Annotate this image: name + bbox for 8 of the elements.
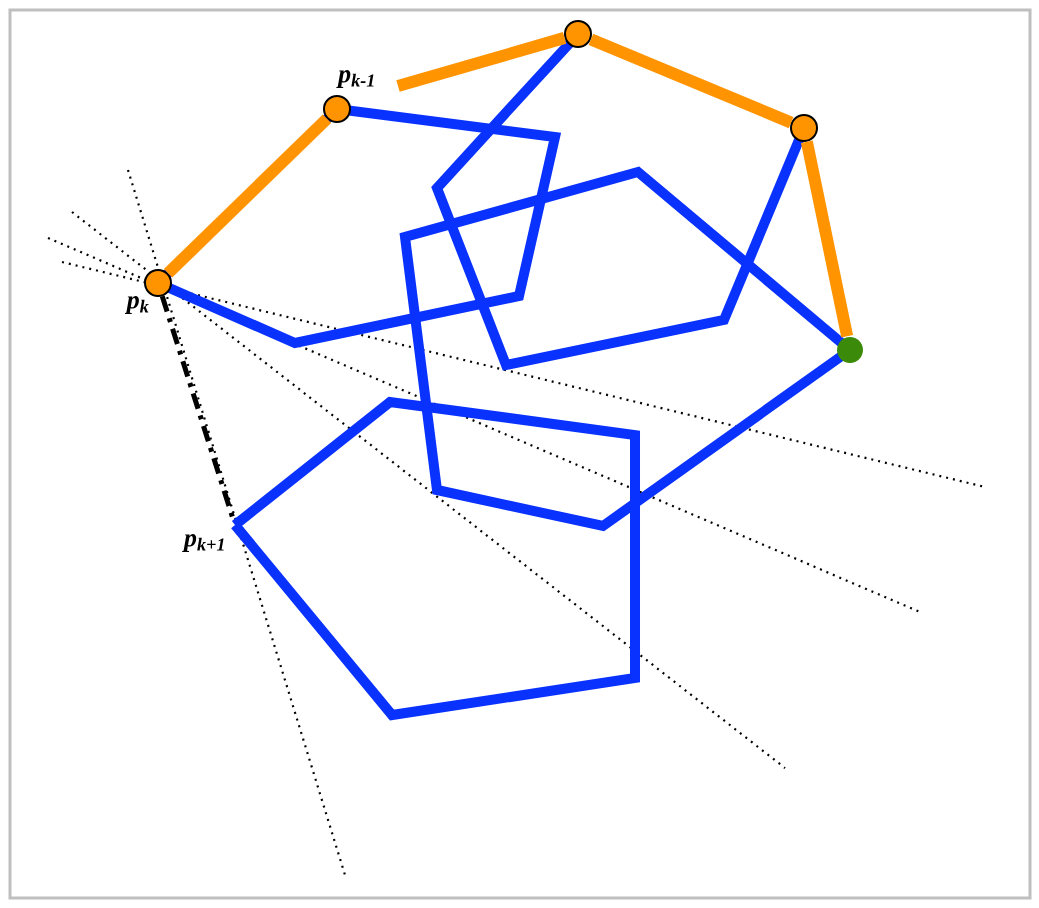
- hull-edge: [163, 114, 332, 278]
- hull-edge: [588, 33, 794, 129]
- point-marker: [837, 337, 863, 363]
- point-label: p$_{k}$: [124, 269, 172, 314]
- point-label: p$_{k+1}$: [182, 534, 224, 552]
- point-label: p$_{k-1}$: [323, 70, 374, 123]
- hull-edge: [800, 140, 854, 338]
- hull-edge: [396, 32, 567, 92]
